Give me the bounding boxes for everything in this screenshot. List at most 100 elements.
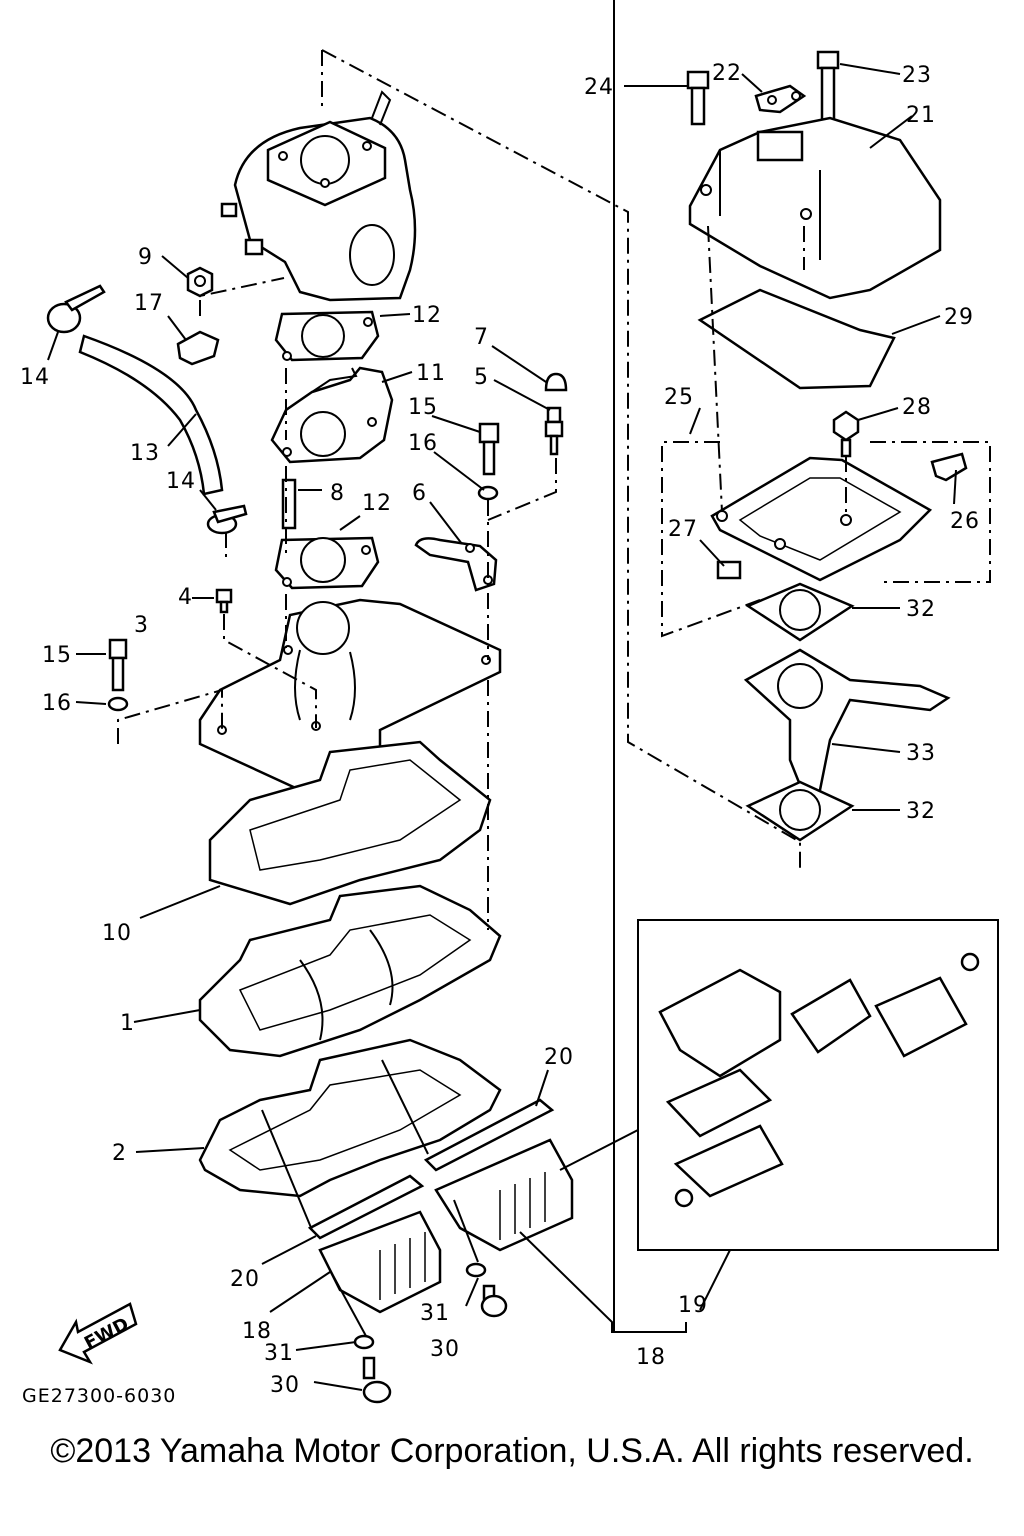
part-label: 30: [430, 1337, 460, 1362]
part-label: 28: [902, 395, 932, 420]
kit-19-leader: [699, 1249, 731, 1311]
part-label: 6: [412, 481, 427, 506]
leader-lines: [47, 0, 957, 1391]
clamp-17: [176, 330, 220, 366]
washer-31-right: [465, 1262, 487, 1278]
part-label: 31: [420, 1301, 450, 1326]
hose-13: [78, 334, 224, 496]
part-number-labels: 1 2 3 4 5 6 7 8 9 10 11 12 12 13 14 14 1…: [20, 61, 980, 1398]
part-label: 16: [408, 431, 438, 456]
cover-plate-22: [754, 84, 807, 114]
gasket-20-right: [423, 1098, 555, 1172]
part-label: 16: [42, 691, 72, 716]
connector-line: [117, 688, 223, 744]
assembly-boundary-line: [321, 49, 801, 868]
part-label: 18: [636, 1345, 666, 1370]
part-label: 17: [134, 291, 164, 316]
bolt-23: [816, 50, 840, 124]
washer-31-left: [353, 1334, 375, 1350]
copyright-notice: ©2013 Yamaha Motor Corporation, U.S.A. A…: [50, 1432, 974, 1470]
bolt-15-right: [478, 422, 500, 476]
part-label: 26: [950, 509, 980, 534]
connector-line: [381, 1059, 429, 1155]
part-label: 15: [408, 395, 438, 420]
gasket-32-lower: [745, 780, 855, 842]
connector-line: [487, 458, 557, 521]
part-label: 1: [120, 1011, 135, 1036]
connector-line: [329, 1269, 367, 1337]
part-label: 12: [362, 491, 392, 516]
drawing-code: GE27300-6030: [22, 1385, 176, 1407]
bolt-28: [832, 410, 860, 458]
bolt-15-left: [108, 638, 128, 692]
connector-line: [199, 277, 285, 316]
part-label: 2: [112, 1141, 127, 1166]
part-label: 33: [906, 741, 936, 766]
nut-9: [186, 266, 214, 298]
bolt-24: [686, 70, 710, 126]
cap-7: [544, 372, 568, 392]
kit-19-parts: [658, 952, 980, 1208]
part-label: 3: [134, 613, 149, 638]
intake-manifold-3: [198, 598, 502, 792]
connector-line: [223, 614, 317, 728]
part-label: 21: [906, 103, 936, 128]
part-label: 22: [712, 61, 742, 86]
cover-21: [688, 116, 942, 300]
part-label: 5: [474, 365, 489, 390]
part-label: 15: [42, 643, 72, 668]
carburetor: [220, 90, 417, 302]
part-label: 30: [270, 1373, 300, 1398]
part-label: 29: [944, 305, 974, 330]
part-label: 32: [906, 597, 936, 622]
part-label: 24: [584, 75, 614, 100]
screw-30-right: [480, 1284, 508, 1318]
stud-8: [281, 478, 297, 530]
part-label: 27: [668, 517, 698, 542]
part-label: 10: [102, 921, 132, 946]
bracket-33: [743, 648, 951, 802]
part-label: 12: [412, 303, 442, 328]
part-label: 11: [416, 361, 446, 386]
part-label: 4: [178, 585, 193, 610]
part-label: 18: [242, 1319, 272, 1344]
insulator-11: [270, 366, 394, 464]
assembly-25-boundary: [661, 441, 761, 638]
fitting-26: [930, 452, 968, 482]
gasket-32-upper: [745, 582, 855, 642]
connector-line: [261, 1109, 313, 1231]
part-label: 20: [544, 1045, 574, 1070]
part-label: 14: [166, 469, 196, 494]
fitting-5: [544, 406, 564, 456]
part-label: 25: [664, 385, 694, 410]
screw-30-left: [362, 1356, 392, 1404]
assembly-25-boundary: [870, 441, 991, 583]
gasket-20-left: [307, 1174, 425, 1240]
connector-line: [453, 1199, 479, 1263]
reed-valve-housing-1: [198, 884, 502, 1058]
hose-clamp-14-top: [46, 284, 106, 334]
part-label: 13: [130, 441, 160, 466]
part-label: 32: [906, 799, 936, 824]
forward-arrow-icon: FWD: [58, 1302, 138, 1365]
part-label: 9: [138, 245, 153, 270]
gasket-10: [208, 740, 492, 906]
washer-16-left: [107, 696, 129, 712]
part-label: 20: [230, 1267, 260, 1292]
plate-25: [710, 456, 933, 582]
part-label: 8: [330, 481, 345, 506]
bolt-4: [215, 588, 233, 614]
part-label: 19: [678, 1293, 708, 1318]
connector-line: [707, 225, 723, 513]
hose-clamp-14-lower: [206, 504, 248, 535]
kit-19-leader: [559, 1129, 639, 1171]
gasket-29: [697, 288, 896, 390]
kit-19-inset-box: [637, 919, 999, 1251]
bracket-6: [414, 537, 498, 592]
part-label: 23: [902, 63, 932, 88]
part-label: 7: [474, 325, 489, 350]
part-label: 14: [20, 365, 50, 390]
reed-valve-18-right: [434, 1138, 574, 1252]
gasket-2: [198, 1038, 502, 1198]
